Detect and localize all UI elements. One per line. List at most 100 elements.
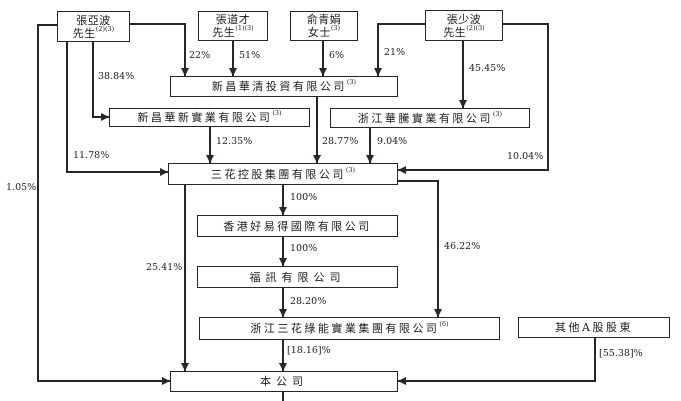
arrowhead-other-a-to-company (398, 377, 406, 385)
percentage-label: 46.22% (444, 241, 481, 252)
node-label: 浙江三花綠能實業集團有限公司 (250, 322, 440, 335)
node-label: 新昌華清投資有限公司 (211, 80, 347, 93)
percentage-label: 21% (384, 47, 406, 58)
footnote-ref: (3) (345, 165, 356, 174)
node-xinchang-huaqing: 新昌華清投資有限公司(3) (170, 76, 398, 97)
connector-haoyide-to-fuxun (282, 236, 284, 267)
node-label: 福訊有限公司 (249, 270, 346, 284)
arrowhead-zhang-yabo-to-huaqing (181, 68, 189, 76)
node-fuxun: 福訊有限公司 (197, 266, 398, 288)
percentage-label: 51% (239, 50, 261, 61)
percentage-label: 28.77% (322, 136, 359, 147)
connector-zhang-shaobo-to-sanhua-holding (547, 23, 549, 171)
connector-sanhua-holding-to-lvneng (437, 180, 439, 318)
connector-zhang-yabo-to-huaqing (129, 23, 186, 25)
node-zhang-daocai: 張道才先生(1)(3) (198, 11, 268, 41)
footnote-ref: (3) (492, 109, 503, 118)
arrowhead-zhang-daocai-to-huaqing (229, 68, 237, 76)
percentage-label: 28.20% (290, 296, 327, 307)
node-label: 三花控股集團有限公司 (210, 167, 346, 181)
percentage-label: 25.41% (146, 262, 183, 273)
node-label: 香港好易得國際有限公司 (223, 219, 372, 233)
arrowhead-lvneng-to-company (279, 363, 287, 371)
connector-zhang-yabo-to-huaqing (184, 23, 186, 77)
connector-zhang-yabo-to-huaxin (92, 41, 94, 118)
node-label: 浙江華騰實業有限公司 (357, 111, 493, 125)
node-label: 張亞波 (76, 13, 111, 27)
arrowhead-huaqing-to-sanhua-holding (313, 155, 321, 163)
arrowhead-sanhua-holding-to-lvneng (434, 309, 442, 317)
connector-sanhua-holding-to-haoyide (282, 184, 284, 216)
percentage-label: 12.35% (216, 136, 253, 147)
node-sanhua-lvneng: 浙江三花綠能實業集團有限公司(6) (199, 317, 500, 340)
percentage-label: 6% (329, 50, 345, 61)
node-label: 先生 (212, 26, 236, 39)
connector-other-a-to-company (594, 337, 596, 382)
connector-huaqing-to-sanhua-holding (316, 96, 318, 164)
node-company: 本公司 (170, 371, 398, 392)
node-label: 女士 (307, 26, 331, 39)
percentage-label: 100% (290, 243, 318, 254)
footnote-ref: (3) (330, 24, 341, 33)
connector-zhang-daocai-to-huaqing (232, 40, 234, 77)
footnote-ref: (6) (439, 320, 449, 329)
percentage-label: 100% (290, 192, 318, 203)
arrowhead-yu-qingjuan-to-huaqing (319, 68, 327, 76)
percentage-label: 11.78% (73, 150, 110, 161)
connector-zhang-yabo-to-company (37, 380, 171, 382)
footnote-ref: (2)(3) (95, 24, 115, 33)
connector-yu-qingjuan-to-huaqing (322, 40, 324, 77)
node-label: 張道才 (215, 13, 251, 26)
connector-zhang-yabo-to-sanhua-holding (66, 41, 68, 173)
connector-sanhua-holding-to-lvneng (397, 180, 439, 182)
connector-stub-below-company (282, 391, 284, 401)
percentage-label: 10.04% (507, 151, 544, 162)
arrowhead-huaxin-to-sanhua-holding (206, 155, 214, 163)
node-label: 其他A股股東 (555, 321, 633, 334)
arrowhead-zhang-shaobo-to-sanhua-holding (398, 166, 406, 174)
node-label: 本公司 (260, 375, 308, 388)
percentage-label: [55.38]% (599, 348, 643, 359)
percentage-label: [18.16]% (287, 345, 331, 356)
connector-zhang-yabo-to-company (37, 24, 58, 26)
connector-fuxun-to-lvneng (282, 287, 284, 318)
arrowhead-zhang-shaobo-to-huateng (459, 100, 467, 108)
connector-zhang-shaobo-to-huateng (462, 40, 464, 109)
connector-zhang-shaobo-to-sanhua-holding (397, 169, 549, 171)
connector-lvneng-to-company (282, 339, 284, 372)
arrowhead-haoyide-to-fuxun (279, 258, 287, 266)
arrowhead-zhang-yabo-to-huaxin (101, 113, 109, 121)
node-label: 先生 (72, 26, 96, 40)
node-label: 張少波 (446, 12, 482, 26)
arrowhead-zhang-yabo-to-sanhua-holding (160, 168, 168, 176)
node-label: 俞青娟 (306, 13, 342, 26)
percentage-label: 22% (189, 50, 211, 61)
percentage-label: 9.04% (377, 136, 408, 147)
footnote-ref: (1)(3) (235, 24, 254, 33)
node-label: 先生 (443, 25, 467, 39)
connector-zhang-shaobo-to-sanhua-holding (502, 23, 549, 25)
connector-huateng-to-sanhua-holding (369, 127, 371, 164)
footnote-ref: (3) (272, 109, 282, 118)
footnote-ref: (2)(3) (466, 23, 485, 32)
arrowhead-huateng-to-sanhua-holding (366, 155, 374, 163)
node-hk-haoyide: 香港好易得國際有限公司 (197, 215, 398, 237)
node-sanhua-holding: 三花控股集團有限公司(3) (168, 163, 398, 185)
connector-zhang-yabo-to-sanhua-holding (66, 171, 169, 173)
node-label: 新昌華新實業有限公司 (137, 111, 273, 124)
node-zhejiang-huateng: 浙江華騰實業有限公司(3) (330, 108, 530, 128)
percentage-label: 1.05% (6, 182, 37, 193)
node-yu-qingjuan: 俞青娟女士(3) (290, 11, 358, 41)
node-zhang-shaobo: 張少波先生(2)(3) (425, 10, 503, 41)
percentage-label: 45.45% (469, 63, 506, 74)
node-other-a-shareholders: 其他A股股東 (518, 317, 670, 338)
connector-zhang-shaobo-to-huaqing (377, 23, 426, 25)
arrowhead-sanhua-holding-to-haoyide (279, 207, 287, 215)
node-xinchang-huaxin: 新昌華新實業有限公司(3) (109, 108, 310, 127)
footnote-ref: (3) (346, 78, 357, 87)
percentage-label: 38.84% (98, 71, 135, 82)
arrowhead-zhang-yabo-to-company (162, 377, 170, 385)
connector-sanhua-holding-to-company (184, 184, 186, 372)
connector-zhang-shaobo-to-huaqing (377, 23, 379, 77)
